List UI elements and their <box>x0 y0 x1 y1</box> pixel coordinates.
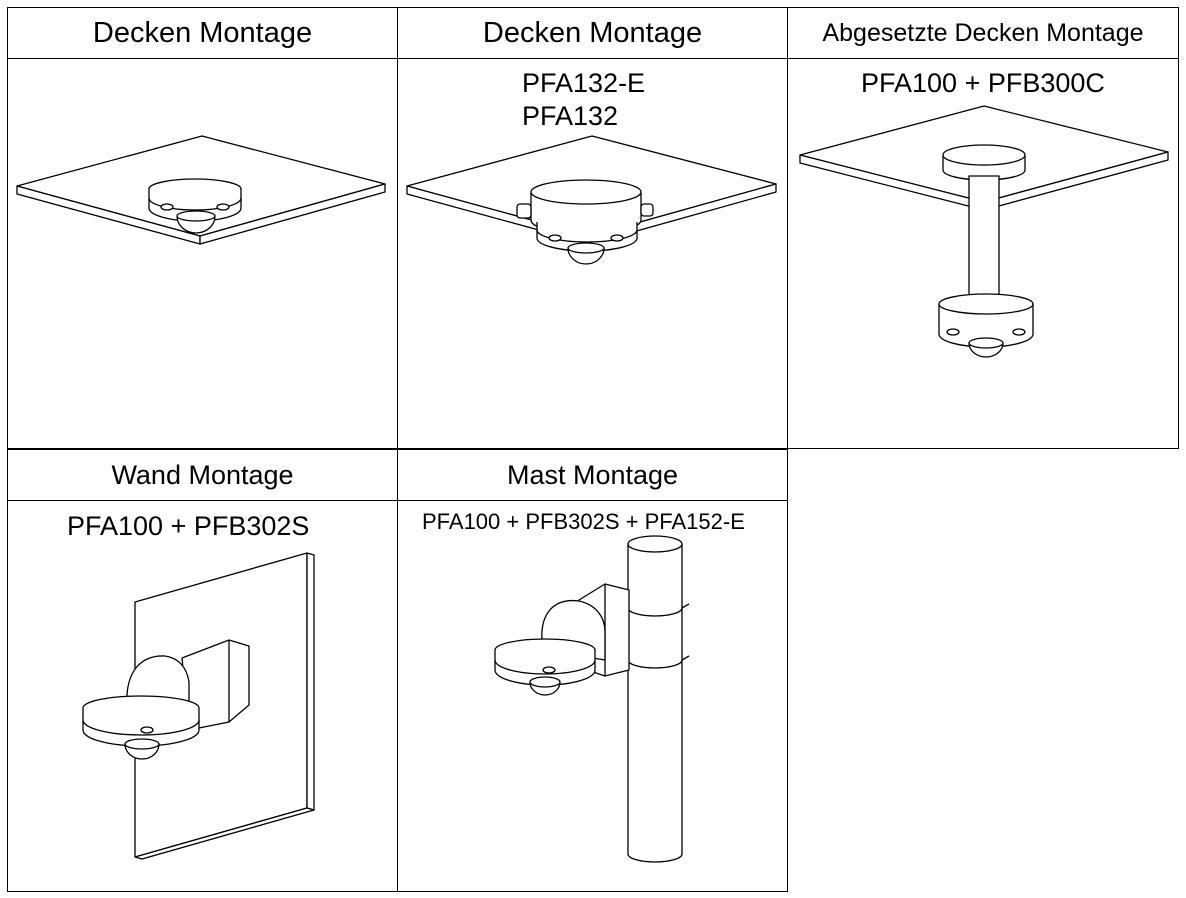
model-label: PFA100 + PFB300C <box>861 68 1105 98</box>
ceiling-mount-illustration <box>7 58 398 449</box>
header-label: Mast Montage <box>506 459 679 490</box>
header-label: Abgesetzte Decken Montage <box>822 18 1144 47</box>
header-remote-ceiling-mount: Abgesetzte Decken Montage <box>787 7 1179 59</box>
header-ceiling-mount: Decken Montage <box>7 7 398 59</box>
model-label: PFA132-E <box>522 68 646 98</box>
header-wall-mount: Wand Montage <box>7 449 398 501</box>
wall-mount-illustration <box>7 500 398 892</box>
cell-ceiling-mount <box>7 58 398 449</box>
cell-pole-mount <box>397 500 788 892</box>
ceiling-mount-adapter-illustration <box>397 58 788 449</box>
model-label: PFA132 <box>522 101 619 131</box>
header-label: Decken Montage <box>482 16 703 49</box>
header-ceiling-mount-adapter: Decken Montage <box>397 7 788 59</box>
header-label: Decken Montage <box>92 16 313 49</box>
header-pole-mount: Mast Montage <box>397 449 788 501</box>
remote-ceiling-mount-illustration <box>787 58 1179 449</box>
model-label: PFA100 + PFB302S + PFA152-E <box>422 509 745 534</box>
pole-mount-illustration <box>397 500 788 892</box>
model-label: PFA100 + PFB302S <box>67 511 310 541</box>
header-label: Wand Montage <box>111 459 294 490</box>
